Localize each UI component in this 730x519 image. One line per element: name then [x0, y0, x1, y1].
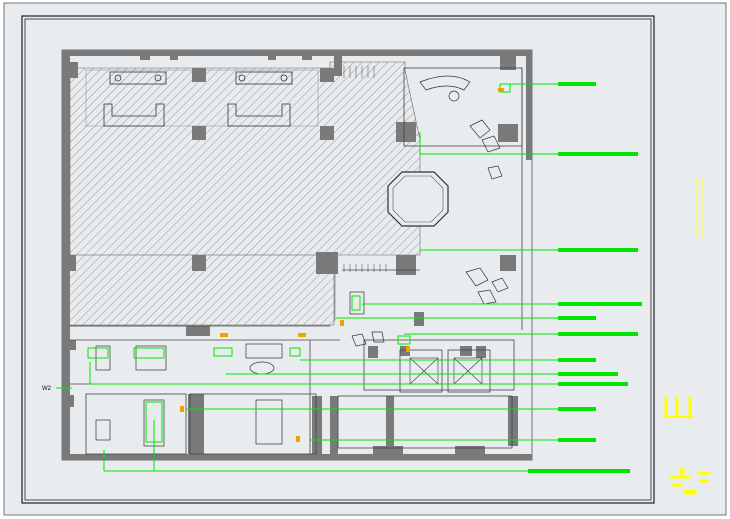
leader-lines [56, 83, 558, 472]
wall-segments [62, 50, 532, 460]
lounge-chairs [351, 75, 509, 347]
interior-partitions [70, 67, 523, 455]
stage-sofas [103, 71, 293, 127]
stair-steps [343, 66, 387, 272]
drawing-border-inner [24, 18, 652, 501]
tag-bars [528, 82, 642, 473]
title-block [664, 179, 711, 495]
octagon-room [387, 171, 449, 227]
elevator-symbols [409, 357, 483, 385]
section-mark-label: W2 [42, 386, 52, 392]
orange-markers [180, 88, 504, 442]
octagon-room-inner [392, 175, 444, 223]
